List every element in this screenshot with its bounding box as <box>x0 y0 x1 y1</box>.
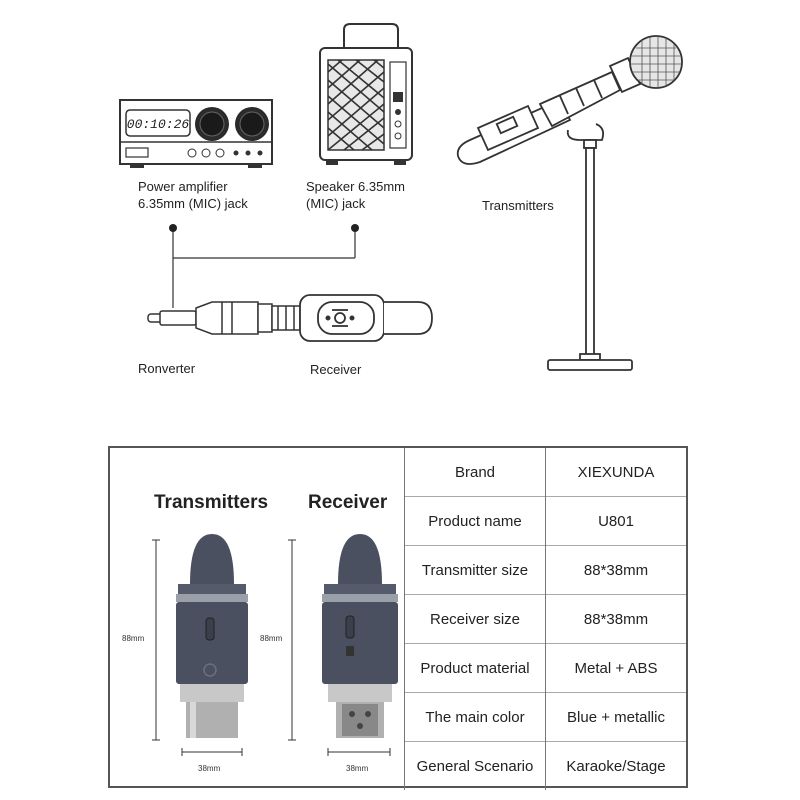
transmitter-title: Transmitters <box>154 492 269 513</box>
transmitter-diagram-label: Transmitters <box>482 198 554 213</box>
spec-value: 88*38mm <box>545 594 686 644</box>
spec-key: Receiver size <box>404 594 546 644</box>
product-illustrations <box>152 534 398 756</box>
amplifier-display-text: 00:10:26 <box>127 117 190 132</box>
receiver-title: Receiver <box>308 492 388 513</box>
spec-key: Product material <box>404 643 546 693</box>
receiver-height-label: 88mm <box>260 634 283 643</box>
amplifier-jack-dot <box>169 224 177 232</box>
connection-lines <box>172 228 356 308</box>
speaker-illustration <box>319 23 413 165</box>
converter-plug-illustration <box>147 301 301 335</box>
product-photos: Transmitters Receiver <box>110 448 404 786</box>
transmitter-device <box>176 534 248 738</box>
spec-key: The main color <box>404 692 546 742</box>
spec-key: Brand <box>404 448 546 497</box>
speaker-label: Speaker 6.35mm (MIC) jack <box>306 179 405 211</box>
amplifier-label: Power amplifier 6.35mm (MIC) jack <box>138 179 248 211</box>
spec-key: Transmitter size <box>404 545 546 595</box>
receiver-device <box>322 534 398 738</box>
spec-value: Metal + ABS <box>545 643 686 693</box>
converter-label: Ronverter <box>138 361 196 376</box>
receiver-illustration <box>299 294 433 342</box>
spec-value: U801 <box>545 496 686 546</box>
transmitter-height-label: 88mm <box>122 634 145 643</box>
spec-panel: Transmitters Receiver <box>108 446 688 790</box>
microphone-illustration <box>456 35 683 165</box>
spec-value: Karaoke/Stage <box>545 741 686 790</box>
connection-diagram: 00:10:26 <box>119 23 683 371</box>
spec-value: 88*38mm <box>545 545 686 595</box>
spec-key: Product name <box>404 496 546 546</box>
microphone-stand-illustration <box>547 123 633 371</box>
spec-value: XIEXUNDA <box>545 448 686 497</box>
receiver-diagram-label: Receiver <box>310 362 362 377</box>
transmitter-width-label: 38mm <box>198 764 221 773</box>
spec-value: Blue + metallic <box>545 692 686 742</box>
spec-key: General Scenario <box>404 741 546 790</box>
receiver-width-label: 38mm <box>346 764 369 773</box>
power-amplifier-illustration: 00:10:26 <box>119 99 273 168</box>
speaker-jack-dot <box>351 224 359 232</box>
